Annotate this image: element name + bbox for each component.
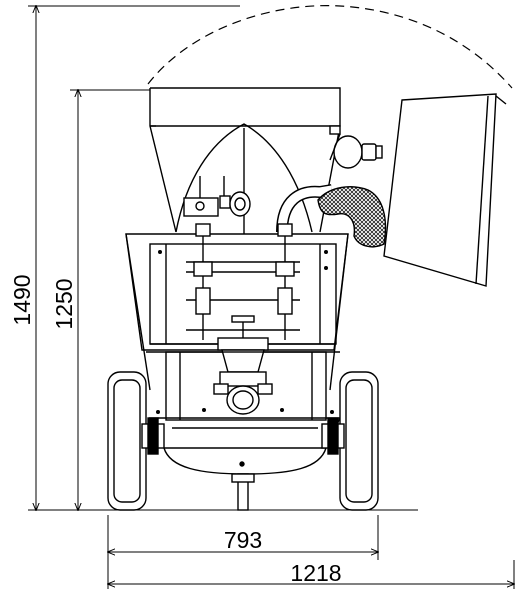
dimension-overall-height: 1490 xyxy=(9,274,35,325)
dimension-track-width: 793 xyxy=(224,527,262,553)
bolts xyxy=(156,250,334,414)
dimension-hopper-height: 1250 xyxy=(51,278,77,329)
pump-outlet xyxy=(213,315,273,415)
hose xyxy=(276,184,387,248)
left-wheel xyxy=(107,371,165,511)
dimension-overall-width: 1218 xyxy=(290,560,341,586)
dimension-lines xyxy=(28,6,514,589)
left-valve xyxy=(183,176,251,217)
right-wheel xyxy=(321,371,379,511)
dimension-labels: 1490 1250 793 1218 xyxy=(9,274,342,586)
spindles xyxy=(193,223,295,340)
lid-swing-arc xyxy=(147,5,513,89)
valve-assembly xyxy=(329,125,383,169)
open-lid xyxy=(383,93,507,287)
hopper xyxy=(149,87,341,234)
stand-leg xyxy=(231,473,255,511)
